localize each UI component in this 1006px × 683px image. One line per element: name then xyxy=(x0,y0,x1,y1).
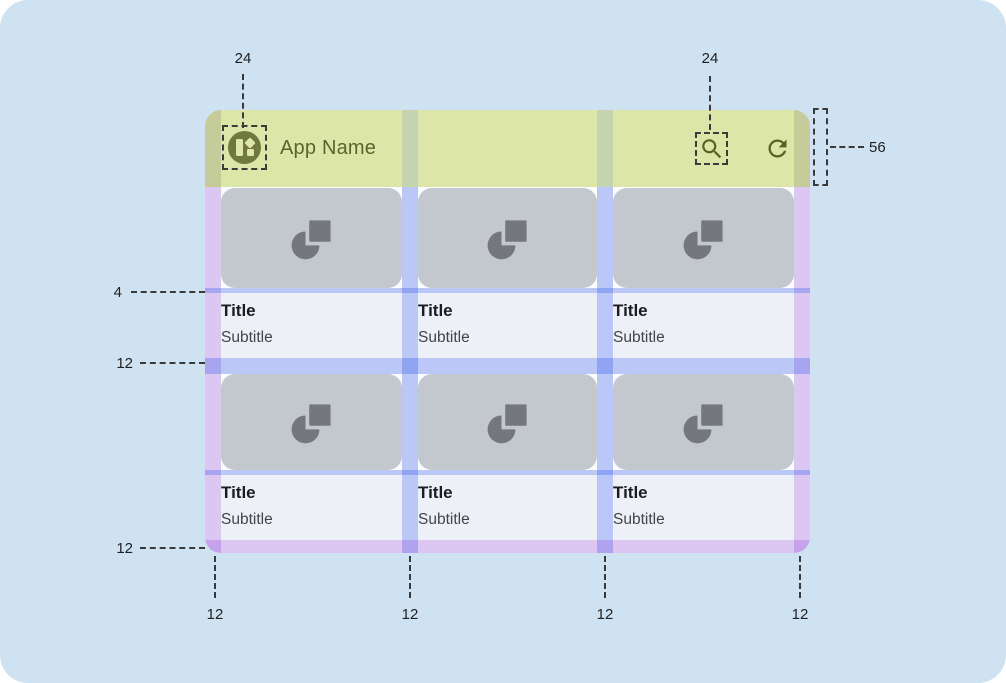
card-text-block[interactable]: Title Subtitle xyxy=(221,293,402,358)
image-placeholder-icon xyxy=(683,404,723,444)
dimension-line xyxy=(140,547,205,549)
image-placeholder-icon xyxy=(291,404,331,444)
dimension-label-bottom-margin: 12 xyxy=(116,540,133,557)
dimension-label-search: 24 xyxy=(701,50,719,67)
card-title: Title xyxy=(613,483,648,502)
logo-shape-diamond xyxy=(244,136,256,149)
app-layout-mock: App Name xyxy=(205,110,810,553)
card-image[interactable] xyxy=(613,188,794,288)
card-image[interactable] xyxy=(418,374,597,470)
app-title: App Name xyxy=(280,137,377,159)
right-margin-overlay xyxy=(794,187,810,553)
dimension-line xyxy=(709,76,711,130)
card-title: Title xyxy=(221,301,256,320)
dimension-label-gutter: 12 xyxy=(401,606,419,623)
appbar-right-margin-keyline xyxy=(794,110,810,187)
dimension-line xyxy=(131,291,205,293)
card-subtitle: Subtitle xyxy=(613,329,665,346)
dimension-line xyxy=(242,74,244,128)
card-title: Title xyxy=(221,483,256,502)
row-gutter-overlay xyxy=(205,358,810,374)
dimension-label-margin: 12 xyxy=(791,606,809,623)
card-subtitle: Subtitle xyxy=(418,511,470,528)
dimension-line xyxy=(409,556,411,598)
dimension-label-gutter: 12 xyxy=(596,606,614,623)
image-placeholder-icon xyxy=(291,220,331,260)
dimension-line xyxy=(799,556,801,598)
card-text-block[interactable]: Title Subtitle xyxy=(418,475,597,540)
left-margin-overlay xyxy=(205,187,221,553)
dimension-label-row-gap: 12 xyxy=(116,355,133,372)
card-image[interactable] xyxy=(418,188,597,288)
appbar-left-margin-keyline xyxy=(205,110,221,187)
card-title: Title xyxy=(613,301,648,320)
appbar-gutter-keyline xyxy=(402,110,418,187)
dimension-label-logo: 24 xyxy=(234,50,252,67)
dimension-label-margin: 12 xyxy=(206,606,224,623)
appbar-height-bracket xyxy=(813,108,828,186)
dimension-line xyxy=(604,556,606,598)
appbar-gutter-keyline xyxy=(597,110,613,187)
search-measure-box xyxy=(695,132,728,165)
search-icon[interactable] xyxy=(699,136,725,162)
top-app-bar: App Name xyxy=(205,110,810,187)
card-title: Title xyxy=(418,483,453,502)
dimension-label-gap: 4 xyxy=(113,284,122,301)
logo-shape-bar xyxy=(235,139,243,156)
image-placeholder-icon xyxy=(487,404,527,444)
dimension-line xyxy=(830,146,864,148)
card-title: Title xyxy=(418,301,453,320)
dimension-line xyxy=(140,362,205,364)
card-text-block[interactable]: Title Subtitle xyxy=(613,293,794,358)
column-gutter-overlay xyxy=(597,187,613,553)
card-subtitle: Subtitle xyxy=(418,329,470,346)
dimension-label-appbar-height: 56 xyxy=(869,139,886,156)
card-text-block[interactable]: Title Subtitle xyxy=(418,293,597,358)
logo-measure-box xyxy=(222,125,267,170)
card-subtitle: Subtitle xyxy=(221,511,273,528)
dimension-line xyxy=(214,556,216,598)
image-placeholder-icon xyxy=(487,220,527,260)
card-subtitle: Subtitle xyxy=(221,329,273,346)
card-image[interactable] xyxy=(613,374,794,470)
refresh-icon[interactable] xyxy=(764,135,791,162)
logo-shape-square xyxy=(246,149,254,156)
column-gutter-overlay xyxy=(402,187,418,553)
card-text-block[interactable]: Title Subtitle xyxy=(613,475,794,540)
card-text-block[interactable]: Title Subtitle xyxy=(221,475,402,540)
card-image[interactable] xyxy=(221,188,402,288)
app-logo-icon[interactable] xyxy=(228,131,261,164)
card-subtitle: Subtitle xyxy=(613,511,665,528)
bottom-margin-overlay xyxy=(205,540,810,553)
image-placeholder-icon xyxy=(683,220,723,260)
card-image[interactable] xyxy=(221,374,402,470)
